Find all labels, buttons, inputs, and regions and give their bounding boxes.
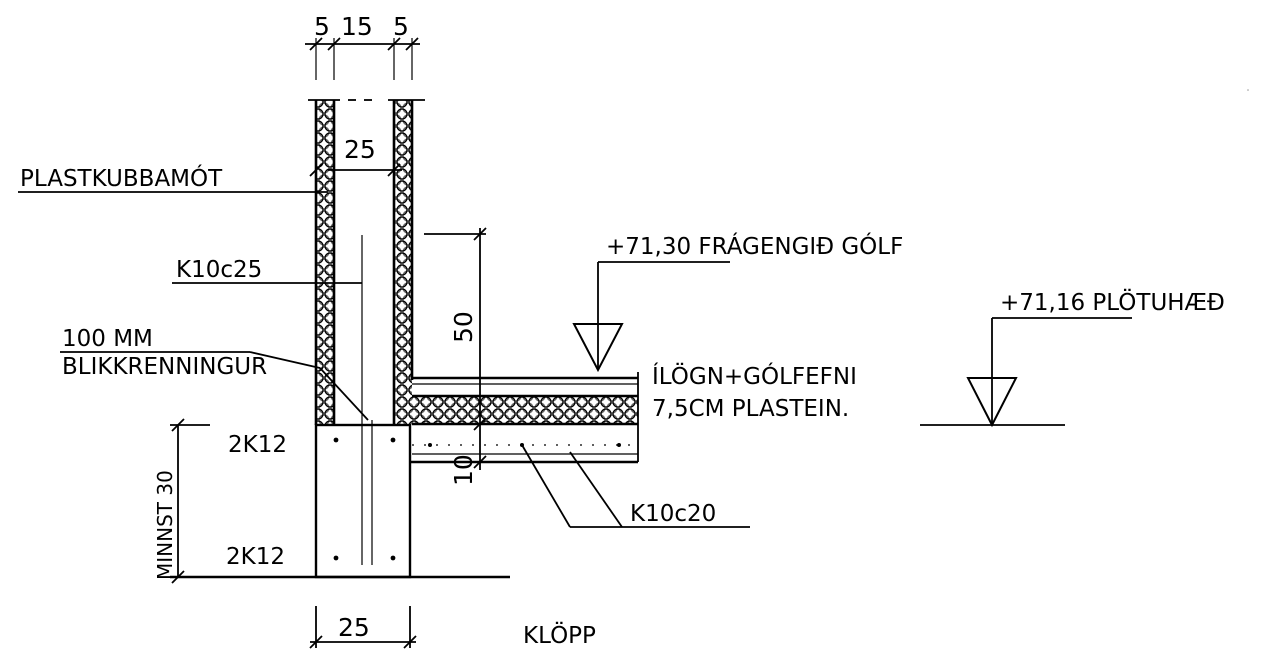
dim-inner-width: 25 xyxy=(344,135,376,164)
top-dimension: 5 15 5 xyxy=(305,12,420,80)
dim-footing-height: MINNST 30 xyxy=(153,470,177,580)
slab-rebar-dot xyxy=(428,443,432,447)
dim-top-left: 5 xyxy=(314,12,330,41)
wall-formwork xyxy=(308,99,425,425)
dim-height-10: 10 xyxy=(449,454,478,486)
slab-rebar-label: K10c20 xyxy=(630,501,716,527)
footing xyxy=(314,423,412,579)
vertical-rebar-label-group: K10c25 xyxy=(172,257,362,284)
footing-width-dimension: 25 xyxy=(309,606,417,649)
flashing-label-line2: BLIKKRENNINGUR xyxy=(62,354,267,380)
rebar-dot xyxy=(390,555,396,561)
inner-width-dimension: 25 xyxy=(309,135,402,177)
rebar-dot xyxy=(333,437,339,443)
height-dimension: 50 10 xyxy=(424,227,487,486)
slab-level-marker: +71,16 PLÖTUHÆÐ xyxy=(920,288,1225,428)
floor-layer-label-1: ÍLÖGN+GÓLFEFNI xyxy=(652,362,857,390)
vertical-rebar-label: K10c25 xyxy=(176,257,262,283)
footing-height-dimension: MINNST 30 xyxy=(153,418,210,584)
bedrock-label: KLÖPP xyxy=(523,621,596,649)
dim-height-50: 50 xyxy=(449,311,478,343)
rebar-bottom-label: 2K12 xyxy=(226,544,285,570)
slab-rebar-dot xyxy=(617,443,621,447)
slab-rebar-label-group: K10c20 xyxy=(521,444,750,528)
dim-top-right: 5 xyxy=(393,12,409,41)
left-foam-strip-offset xyxy=(316,100,334,425)
right-foam-strip-offset xyxy=(394,100,412,425)
rebar-dot xyxy=(333,555,339,561)
rebar-top-label: 2K12 xyxy=(228,432,287,458)
flashing-label-group: 100 MM BLIKKRENNINGUR xyxy=(60,326,369,421)
flashing-label-line1: 100 MM xyxy=(62,326,153,352)
floor-slab xyxy=(410,372,639,464)
slab-level-label: +71,16 PLÖTUHÆÐ xyxy=(1000,288,1225,316)
rebar-dot xyxy=(390,437,396,443)
floor-level-label: +71,30 FRÁGENGIÐ GÓLF xyxy=(606,232,903,260)
floor-level-marker: +71,30 FRÁGENGIÐ GÓLF xyxy=(572,232,903,373)
dim-footing-width: 25 xyxy=(338,613,370,642)
footing-outline xyxy=(314,423,412,579)
floor-layer-label-2: 7,5CM PLASTEIN. xyxy=(652,396,849,422)
formwork-label-group: PLASTKUBBAMÓT xyxy=(18,164,328,193)
dim-top-mid: 15 xyxy=(341,12,373,41)
formwork-label: PLASTKUBBAMÓT xyxy=(20,164,223,192)
